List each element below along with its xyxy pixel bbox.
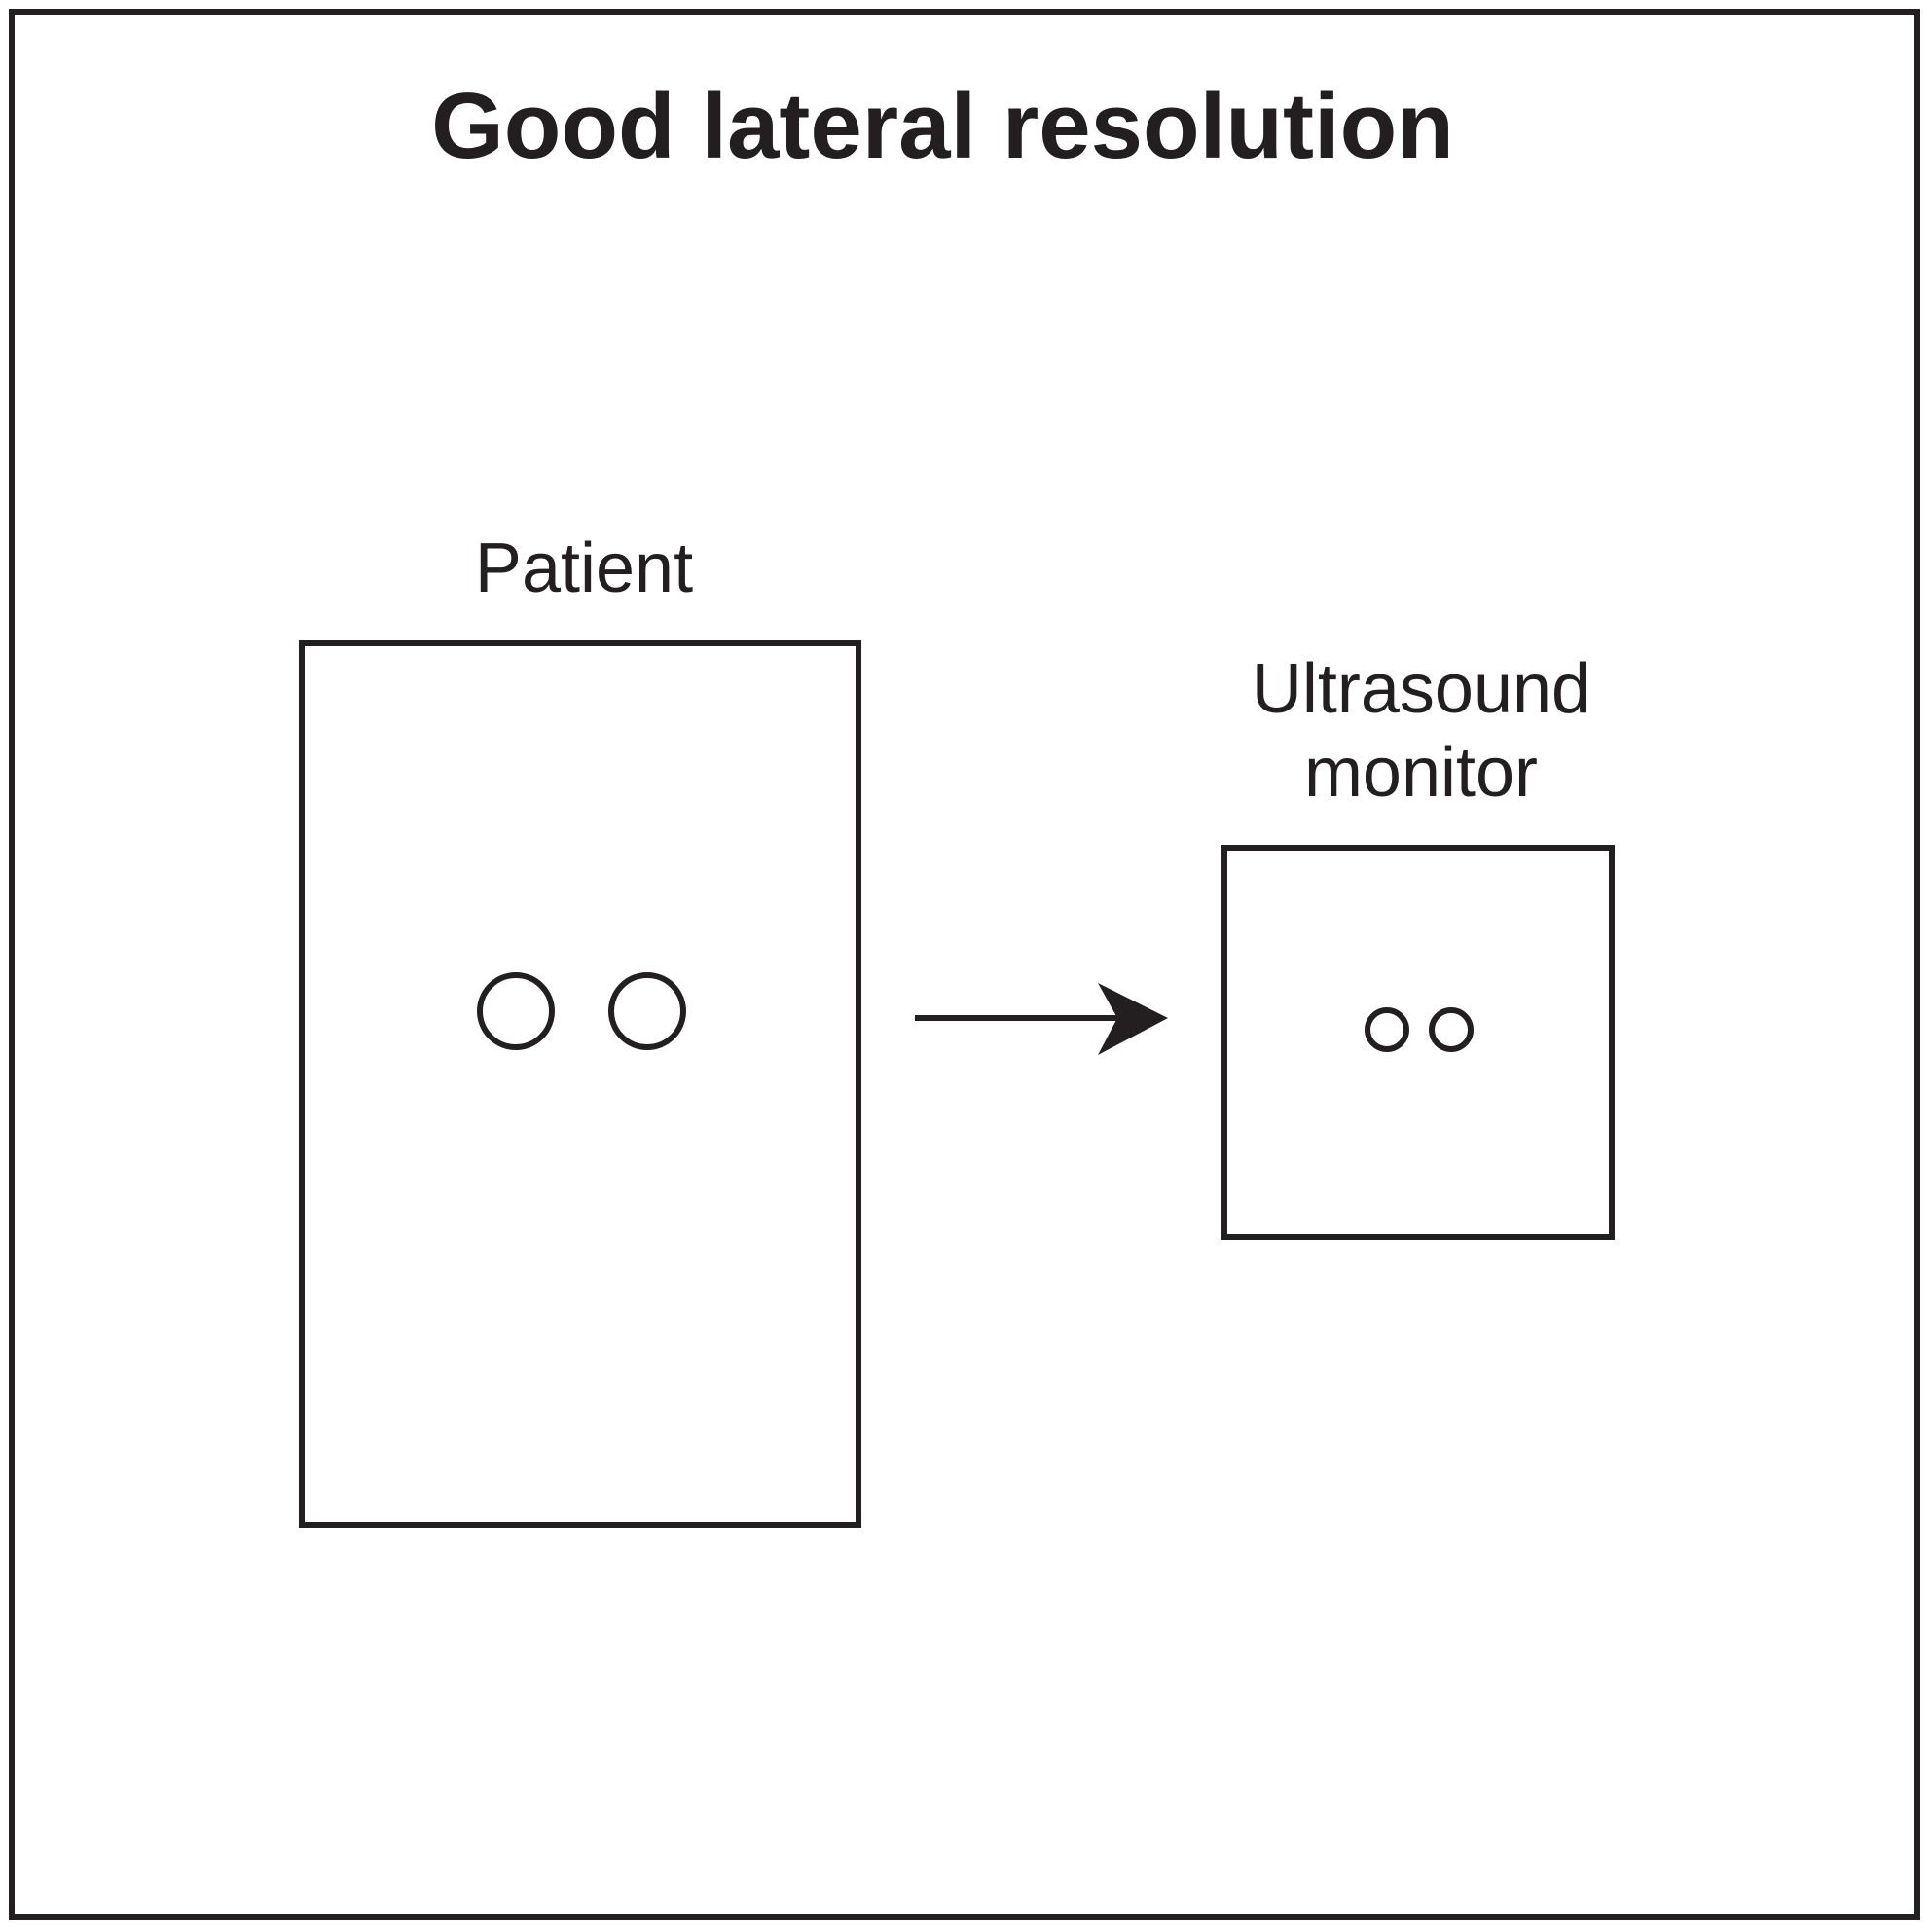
diagram-title: Good lateral resolution bbox=[431, 74, 1454, 178]
monitor-label-line2: monitor bbox=[1303, 734, 1539, 812]
monitor-box bbox=[1221, 845, 1615, 1240]
patient-box bbox=[299, 640, 861, 1528]
patient-label: Patient bbox=[474, 529, 694, 607]
monitor-label: Ultrasound monitor bbox=[1168, 647, 1674, 815]
diagram-frame bbox=[9, 9, 1920, 1920]
monitor-label-line1: Ultrasound bbox=[1251, 650, 1591, 728]
